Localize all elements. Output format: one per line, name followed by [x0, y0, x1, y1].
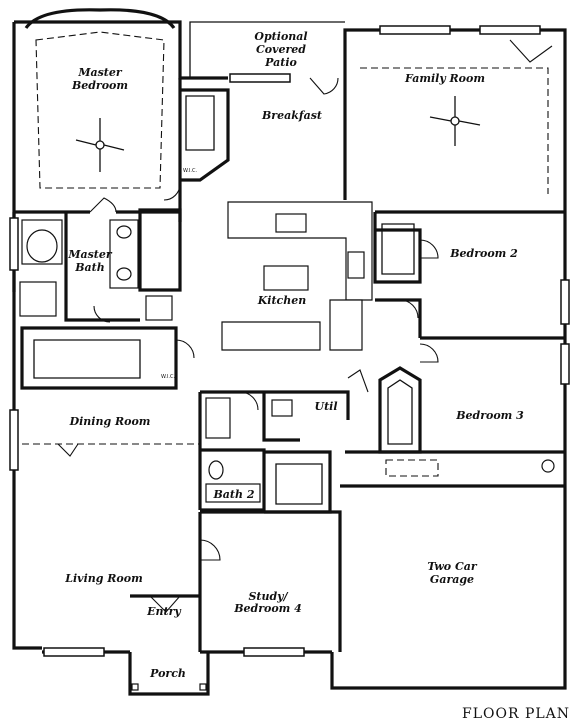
master-bedroom-label-2: Bedroom: [71, 79, 128, 92]
family-room-label: Family Room: [404, 72, 485, 85]
master-bedroom-bay: [14, 8, 182, 222]
entry-label: Entry: [146, 605, 182, 618]
bedroom-2-label: Bedroom 2: [449, 247, 518, 260]
porch-posts: [131, 683, 207, 691]
util-label: Util: [314, 400, 337, 413]
floor-plan-title: FLOOR PLAN: [462, 706, 570, 722]
porch-label: Porch: [149, 667, 186, 680]
bath-2-label: Bath 2: [213, 488, 255, 501]
ceiling-fan-icon: [75, 118, 125, 172]
living-room-label: Living Room: [64, 572, 142, 585]
master-bath-label-2: Bath: [74, 261, 105, 274]
master-bedroom-label-1: Master: [77, 66, 123, 79]
patio-label-1: Optional: [254, 30, 307, 43]
bedroom-3-label: Bedroom 3: [455, 409, 524, 422]
patio-label-3: Patio: [264, 56, 297, 69]
master-bath-label-1: Master: [67, 248, 113, 261]
garage-label-2: Garage: [430, 573, 474, 586]
garage-label-1: Two Car: [427, 560, 477, 573]
wic-master-label: W.I.C.: [183, 168, 198, 174]
room-labels: Master Bedroom Optional Covered Patio Fa…: [64, 30, 524, 680]
interior-walls: [12, 67, 565, 696]
patio-label-2: Covered: [256, 43, 306, 56]
doors: [57, 39, 553, 613]
wic-bedroom-label: W.I.C.: [161, 374, 176, 380]
windows: [9, 25, 570, 657]
ceiling-fan-icon: [429, 96, 481, 146]
dining-room-label: Dining Room: [69, 415, 151, 428]
study-label-2: Bedroom 4: [233, 602, 302, 615]
kitchen-label: Kitchen: [257, 294, 307, 307]
study-label-1: Study/: [248, 590, 288, 603]
breakfast-label: Breakfast: [261, 109, 322, 122]
